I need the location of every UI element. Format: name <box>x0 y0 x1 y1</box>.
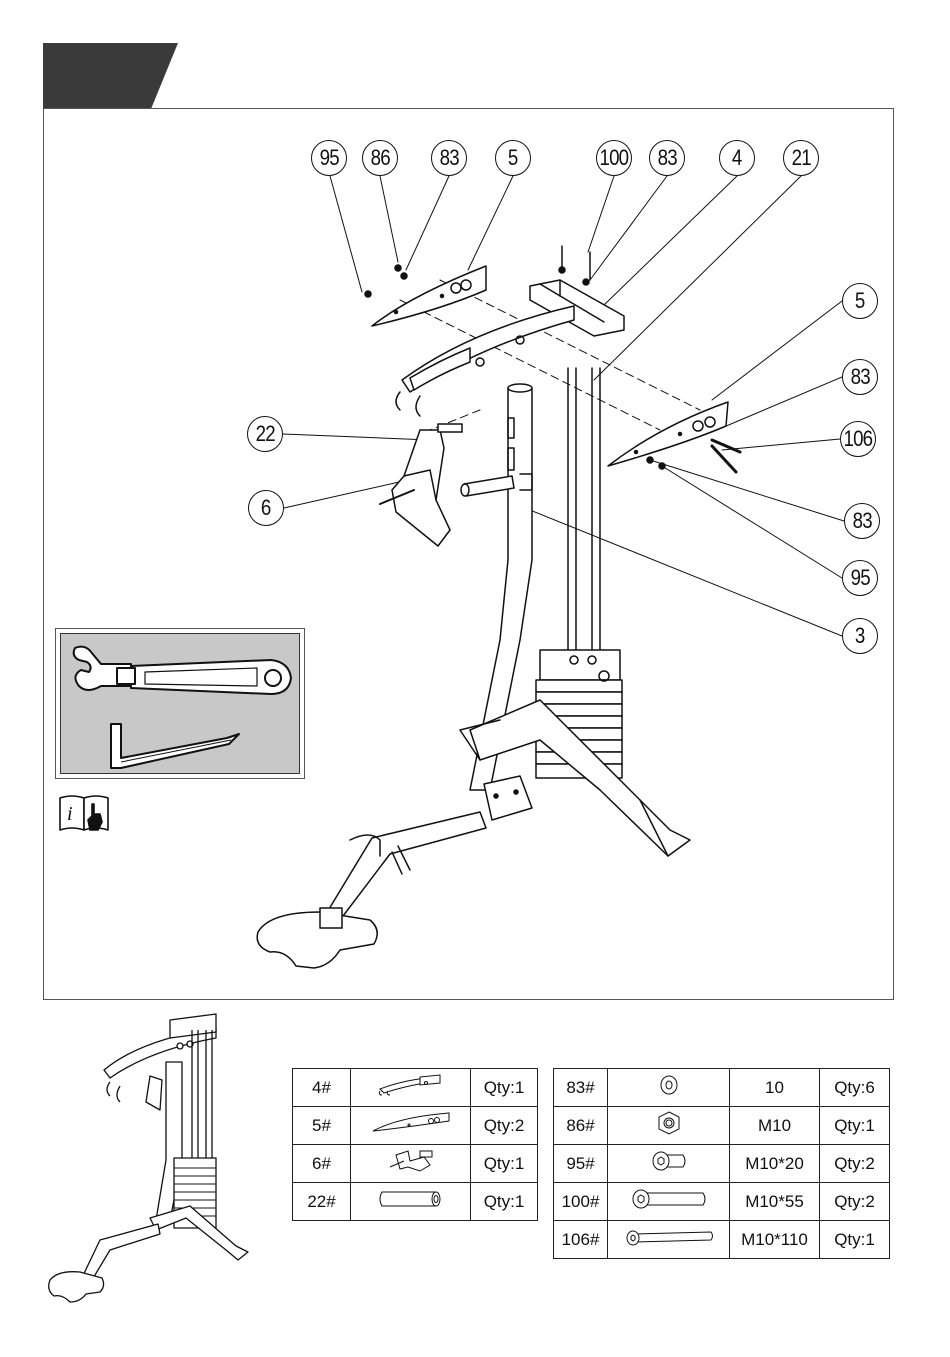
table-row: 100# M10*55 Qty:2 <box>554 1183 890 1221</box>
top-frame-icon <box>376 1073 446 1097</box>
callout-3: 3 <box>842 618 878 654</box>
table-row: 86# M10 Qty:1 <box>554 1107 890 1145</box>
callout-4: 4 <box>719 140 755 176</box>
table-row: 95# M10*20 Qty:2 <box>554 1145 890 1183</box>
washer-icon <box>657 1073 681 1097</box>
callout-83-top-left: 83 <box>431 140 467 176</box>
part-number: 106# <box>554 1221 608 1259</box>
callout-6: 6 <box>248 490 284 526</box>
part-image-cell <box>608 1069 730 1107</box>
part-image-cell <box>351 1183 471 1221</box>
short-bolt-icon <box>649 1149 689 1173</box>
pulley-bracket-icon <box>386 1147 436 1175</box>
assembled-preview-thumbnail <box>40 1010 255 1310</box>
callout-5-top: 5 <box>495 140 531 176</box>
callout-95-right: 95 <box>842 560 878 596</box>
tools-required-box <box>55 628 305 779</box>
part-qty: Qty:2 <box>820 1183 890 1221</box>
parts-table-right: 83# 10 Qty:6 86# M10 Qty:1 95# M10*20 Qt… <box>553 1068 890 1259</box>
callout-86: 86 <box>362 140 398 176</box>
table-row: 6# Qty:1 <box>293 1145 538 1183</box>
callout-100: 100 <box>596 140 632 176</box>
part-image-cell <box>351 1145 471 1183</box>
callout-22: 22 <box>247 416 283 452</box>
part-qty: Qty:2 <box>471 1107 538 1145</box>
part-number: 86# <box>554 1107 608 1145</box>
part-number: 22# <box>293 1183 351 1221</box>
part-number: 5# <box>293 1107 351 1145</box>
tools-panel <box>60 633 300 774</box>
part-qty: Qty:1 <box>820 1107 890 1145</box>
pulley-plate-icon <box>369 1111 453 1135</box>
part-image-cell <box>608 1183 730 1221</box>
table-row: 5# Qty:2 <box>293 1107 538 1145</box>
info-manual-icon: i <box>58 792 110 832</box>
part-number: 4# <box>293 1069 351 1107</box>
table-row: 83# 10 Qty:6 <box>554 1069 890 1107</box>
part-qty: Qty:6 <box>820 1069 890 1107</box>
callout-95-top: 95 <box>311 140 347 176</box>
long-bolt-icon <box>623 1226 715 1248</box>
part-size: M10*110 <box>730 1221 820 1259</box>
part-image-cell <box>608 1221 730 1259</box>
exploded-assembly-drawing <box>43 108 894 1000</box>
parts-table-left: 4# Qty:1 5# Qty:2 6# Qty:1 22# <box>292 1068 538 1221</box>
part-qty: Qty:1 <box>471 1069 538 1107</box>
part-qty: Qty:2 <box>820 1145 890 1183</box>
part-image-cell <box>608 1145 730 1183</box>
part-number: 83# <box>554 1069 608 1107</box>
adjustable-wrench-icon <box>74 647 291 694</box>
callout-21: 21 <box>783 140 819 176</box>
callout-5-right: 5 <box>842 283 878 319</box>
part-image-cell <box>608 1107 730 1145</box>
table-row: 22# Qty:1 <box>293 1183 538 1221</box>
hex-key-icon <box>111 724 239 768</box>
nut-icon <box>656 1110 682 1136</box>
table-row: 4# Qty:1 <box>293 1069 538 1107</box>
svg-text:i: i <box>67 803 73 825</box>
callout-83-right-upper: 83 <box>842 359 878 395</box>
part-number: 6# <box>293 1145 351 1183</box>
part-number: 100# <box>554 1183 608 1221</box>
part-size: M10 <box>730 1107 820 1145</box>
step-tab <box>43 43 178 109</box>
callout-83-right-lower: 83 <box>844 503 880 539</box>
table-row: 106# M10*110 Qty:1 <box>554 1221 890 1259</box>
part-image-cell <box>351 1069 471 1107</box>
part-number: 95# <box>554 1145 608 1183</box>
part-size: M10*20 <box>730 1145 820 1183</box>
sleeve-icon <box>376 1188 446 1210</box>
part-size: 10 <box>730 1069 820 1107</box>
callout-83-top-right: 83 <box>649 140 685 176</box>
part-size: M10*55 <box>730 1183 820 1221</box>
part-image-cell <box>351 1107 471 1145</box>
callout-106: 106 <box>840 421 876 457</box>
medium-bolt-icon <box>629 1187 709 1211</box>
part-qty: Qty:1 <box>820 1221 890 1259</box>
part-qty: Qty:1 <box>471 1145 538 1183</box>
part-qty: Qty:1 <box>471 1183 538 1221</box>
